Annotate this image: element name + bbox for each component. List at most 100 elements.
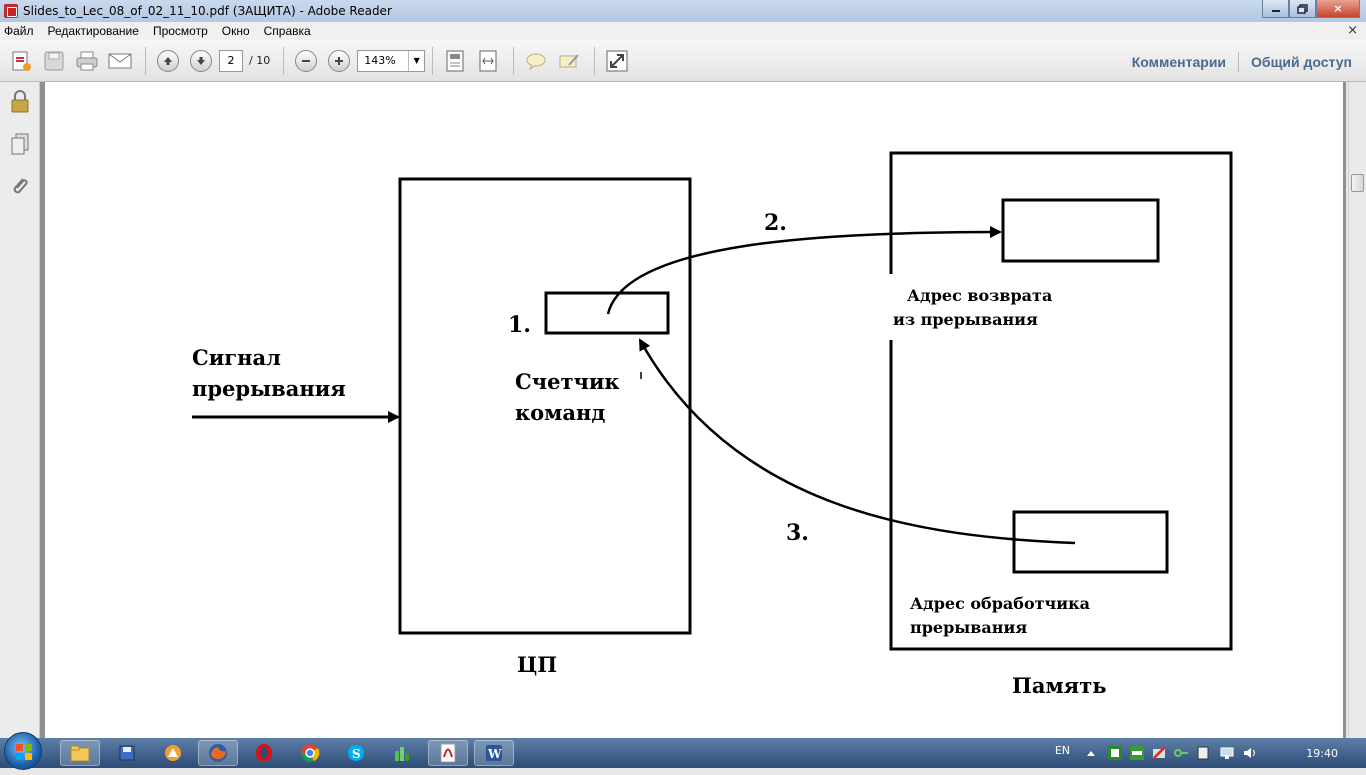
clock[interactable]: 19:40 [1306,747,1338,760]
fit-page-button[interactable] [440,46,470,76]
step-1-label: 1. [508,312,531,338]
taskbar: S W EN 19:40 [0,732,1366,770]
windows-logo-icon [16,744,32,760]
email-button[interactable] [105,46,135,76]
window-title: Slides_to_Lec_08_of_02_11_10.pdf (ЗАЩИТА… [23,4,392,18]
create-pdf-button[interactable] [6,46,36,76]
fit-page-icon [446,50,464,71]
mail-icon [108,53,132,68]
return-address-label-line2: из прерывания [893,310,1038,329]
highlight-button[interactable] [554,46,584,76]
close-icon: × [1333,2,1343,15]
tray-app-icon[interactable] [1108,746,1122,760]
arrow-up-icon [157,49,179,72]
scrollbar-thumb[interactable] [1351,174,1364,192]
attachment-icon[interactable] [10,174,30,196]
arrow-down-icon [190,49,212,72]
floppy-icon [119,745,135,761]
menu-window[interactable]: Окно [221,24,250,38]
signal-label-line1: Сигнал [192,345,281,370]
tray-blocked-icon[interactable] [1152,746,1166,760]
comment-button[interactable] [521,46,551,76]
tray-device-icon[interactable] [1196,746,1210,760]
fit-width-button[interactable] [473,46,503,76]
taskbar-opera[interactable] [244,740,284,766]
step-3-label: 3. [786,520,809,546]
network-icon[interactable] [1220,746,1234,760]
tray-network-key-icon[interactable] [1174,746,1188,760]
link-separator [1238,52,1240,72]
cpu-label: ЦП [517,652,557,677]
taskbar-firefox[interactable] [198,740,238,766]
save-return-arrow [606,226,1002,315]
language-indicator[interactable]: EN [1054,744,1070,757]
handler-address-label-line2: прерывания [910,618,1027,637]
create-pdf-icon [12,51,31,71]
pages-icon[interactable] [10,132,30,155]
taskbar-word[interactable]: W [474,740,514,766]
menu-file[interactable]: Файл [4,24,34,38]
menu-edit[interactable]: Редактирование [47,24,139,38]
return-address-label-line1: Адрес возврата [907,286,1052,305]
chart-app-icon [395,747,409,761]
menu-help[interactable]: Справка [263,24,311,38]
fit-width-icon [479,50,497,71]
toolbar: 2 / 10 143% ▼ [0,40,1366,82]
zoom-value: 143% [364,54,396,67]
handler-address-label-line1: Адрес обработчика [910,594,1090,613]
skype-icon: S [348,745,364,761]
zoom-in-button[interactable] [324,46,354,76]
taskbar-app-3[interactable] [153,740,193,766]
comments-link[interactable]: Комментарии [1131,54,1227,70]
volume-icon[interactable] [1242,746,1256,760]
minimize-button[interactable] [1262,0,1289,18]
taskbar-skype[interactable]: S [336,740,376,766]
fullscreen-button[interactable] [602,46,632,76]
counter-label-line1: Счетчик [515,369,620,394]
restore-button[interactable] [1289,0,1316,18]
navigation-panel [0,82,40,738]
firefox-icon [209,744,227,762]
warning-cone-icon [165,745,181,761]
share-link[interactable]: Общий доступ [1251,54,1352,70]
taskbar-adobe-reader[interactable] [428,740,468,766]
tray-app-icon-2[interactable] [1130,746,1144,760]
taskbar-app-2[interactable] [107,740,147,766]
chevron-up-icon[interactable] [1084,746,1098,760]
folder-icon [70,745,90,762]
close-window-button[interactable]: × [1316,0,1360,18]
signal-label-line2: прерывания [192,376,346,401]
lock-icon[interactable] [10,90,30,113]
save-icon [44,51,64,70]
toolbar-separator [432,46,434,75]
print-button[interactable] [72,46,102,76]
close-document-icon[interactable]: × [1347,23,1358,38]
restore-icon [1296,3,1308,14]
memory-label: Память [1012,673,1106,698]
memory-box [889,151,1233,651]
zoom-in-icon [328,49,351,72]
counter-label-line2: команд [515,400,605,425]
next-page-button[interactable] [186,46,216,76]
taskbar-app-8[interactable] [382,740,422,766]
step-2-label: 2. [764,210,787,236]
page-number-input[interactable]: 2 [219,49,243,72]
previous-page-button[interactable] [153,46,183,76]
taskbar-explorer[interactable] [60,740,100,766]
print-icon [76,51,98,70]
menu-view[interactable]: Просмотр [152,24,208,38]
memory-border-gap [888,274,896,340]
return-address-box [1001,198,1160,263]
word-icon: W [486,745,502,761]
opera-icon [256,744,272,762]
document-area[interactable]: Сигнал прерывания 1. 2. 3. Счетчик коман… [40,82,1346,738]
start-button[interactable] [4,732,42,770]
taskbar-chrome[interactable] [290,740,330,766]
vertical-scrollbar[interactable] [1348,82,1366,738]
zoom-out-button[interactable] [291,46,321,76]
pdf-icon [440,743,456,763]
save-button[interactable] [39,46,69,76]
chevron-down-icon[interactable]: ▼ [408,50,424,71]
zoom-select[interactable]: 143% ▼ [357,49,426,72]
menu-bar: Файл Редактирование Просмотр Окно Справк… [0,22,1366,40]
